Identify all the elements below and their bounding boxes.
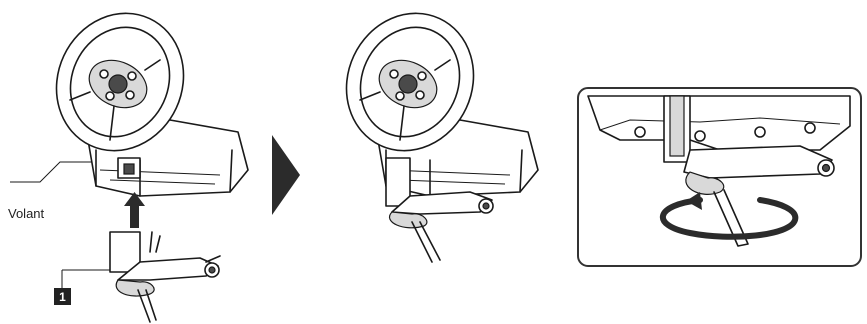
step-number: 1 — [59, 290, 66, 304]
rotate-arrow-icon — [659, 192, 799, 240]
wheel-illustration-middle — [345, 12, 539, 197]
arrow-up-icon — [124, 192, 145, 228]
step-badge: 1 — [54, 269, 110, 305]
zoom-panel — [577, 87, 862, 267]
wheel-illustration-left — [55, 12, 249, 197]
triangle-right-icon — [272, 135, 300, 215]
wheel-label: Volant — [8, 206, 45, 221]
wheel-callout: Volant — [8, 161, 92, 221]
clamp-illustration-left — [109, 231, 221, 323]
clamp-illustration-middle — [385, 157, 494, 263]
